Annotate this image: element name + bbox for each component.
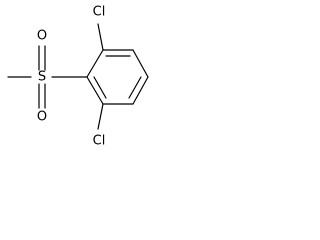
- molecule-structure: Cl Cl S O O: [0, 0, 166, 155]
- bond-c3-cl-bottom: [97, 103, 104, 130]
- ring-bond-c3-c2: [86, 76, 104, 105]
- atom-label-o-bottom: O: [37, 110, 47, 125]
- ring-double-bond-inner-3: [93, 76, 107, 99]
- ring-bond-c5-c4: [132, 76, 149, 105]
- ring-bond-c2-c1: [86, 49, 104, 78]
- structure-svg: Cl Cl S O O: [7, 5, 149, 149]
- atom-label-s: S: [38, 70, 46, 85]
- atom-label-o-top: O: [37, 29, 47, 44]
- atom-label-cl-top: Cl: [93, 5, 106, 20]
- ring-double-bond-inner-2: [128, 76, 142, 99]
- atom-label-cl-bottom: Cl: [93, 134, 106, 149]
- ring-bond-c6-c5: [132, 49, 149, 78]
- bond-c1-cl-top: [97, 23, 104, 51]
